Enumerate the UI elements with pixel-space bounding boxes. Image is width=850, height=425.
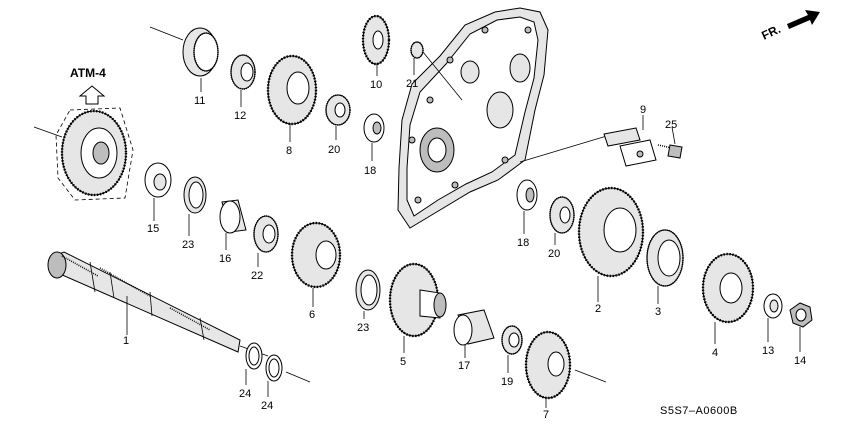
part-snap-ring-24a <box>245 342 263 370</box>
atm-reference: ATM-4 <box>33 66 134 201</box>
atm-tag: ATM-4 <box>70 66 106 80</box>
part-snap-ring-left <box>183 176 207 214</box>
callout-9: 9 <box>640 104 646 116</box>
callout-23-right: 23 <box>357 322 369 334</box>
diagram-code: S5S7–A0600B <box>660 405 738 417</box>
callout-16: 16 <box>219 253 231 265</box>
part-gear-5 <box>388 262 447 338</box>
callout-17: 17 <box>458 360 470 372</box>
part-locknut <box>789 302 813 328</box>
part-needle-bearing-21 <box>410 41 463 101</box>
part-thrust-washer-lower <box>516 179 538 211</box>
callout-15: 15 <box>147 223 159 235</box>
part-needle-bearing-19 <box>501 325 523 355</box>
callout-18-lower: 18 <box>517 237 529 249</box>
mainshaft <box>47 251 269 357</box>
part-synchro-hub <box>646 229 684 287</box>
part-snap-ring-24b <box>265 354 311 383</box>
part-gear-6 <box>290 221 342 289</box>
part-needle-bearing-22 <box>253 215 279 253</box>
callout-20-upper: 20 <box>328 144 340 156</box>
callout-8: 8 <box>286 145 292 157</box>
part-spacer-washer <box>144 162 172 198</box>
callout-7: 7 <box>543 409 549 421</box>
callout-21: 21 <box>406 78 418 90</box>
part-sleeve <box>149 26 219 77</box>
part-lock-washer <box>763 293 783 319</box>
direction-label: FR. <box>759 22 782 43</box>
arrow-icon <box>787 10 820 29</box>
reference-outline <box>55 107 134 201</box>
part-shift-shaft <box>519 127 657 167</box>
callout-24-a: 24 <box>239 388 251 400</box>
leader-lines <box>126 58 801 408</box>
part-gear-7 <box>524 330 607 400</box>
part-roller-bearing-upper <box>325 94 351 126</box>
part-collar <box>219 199 247 234</box>
up-arrow-icon <box>78 85 106 105</box>
callout-18-upper: 18 <box>364 165 376 177</box>
part-distance-collar <box>453 309 495 346</box>
callout-2: 2 <box>595 303 601 315</box>
callout-11: 11 <box>194 95 205 107</box>
callout-12: 12 <box>234 110 246 122</box>
callout-19: 19 <box>501 376 513 388</box>
callout-24-b: 24 <box>261 400 273 412</box>
callout-23-left: 23 <box>182 239 194 251</box>
part-park-gear <box>701 252 755 324</box>
part-needle-bearing <box>230 54 256 90</box>
part-thrust-washer-upper <box>363 113 385 143</box>
callout-5: 5 <box>400 356 406 368</box>
part-gear-10 <box>361 14 391 66</box>
callout-20-lower: 20 <box>548 248 560 260</box>
part-gear-8 <box>266 54 318 126</box>
part-snap-ring-right <box>355 269 381 311</box>
callout-14: 14 <box>794 355 806 367</box>
callout-4: 4 <box>712 347 718 359</box>
callout-25: 25 <box>665 119 677 131</box>
callout-6: 6 <box>309 309 315 321</box>
callout-1: 1 <box>123 335 129 347</box>
part-roller-bearing-lower <box>549 196 575 234</box>
callout-13: 13 <box>762 345 774 357</box>
callout-10: 10 <box>370 79 382 91</box>
callout-3: 3 <box>655 306 661 318</box>
part-bolt <box>657 144 683 159</box>
part-gear-2 <box>577 186 645 278</box>
front-direction-arrow: FR. <box>759 10 820 43</box>
callout-22: 22 <box>251 270 263 282</box>
callouts: 1 2 3 4 5 6 7 8 9 10 11 12 13 14 15 16 1… <box>123 78 806 421</box>
transmission-cover-plate <box>397 7 549 229</box>
